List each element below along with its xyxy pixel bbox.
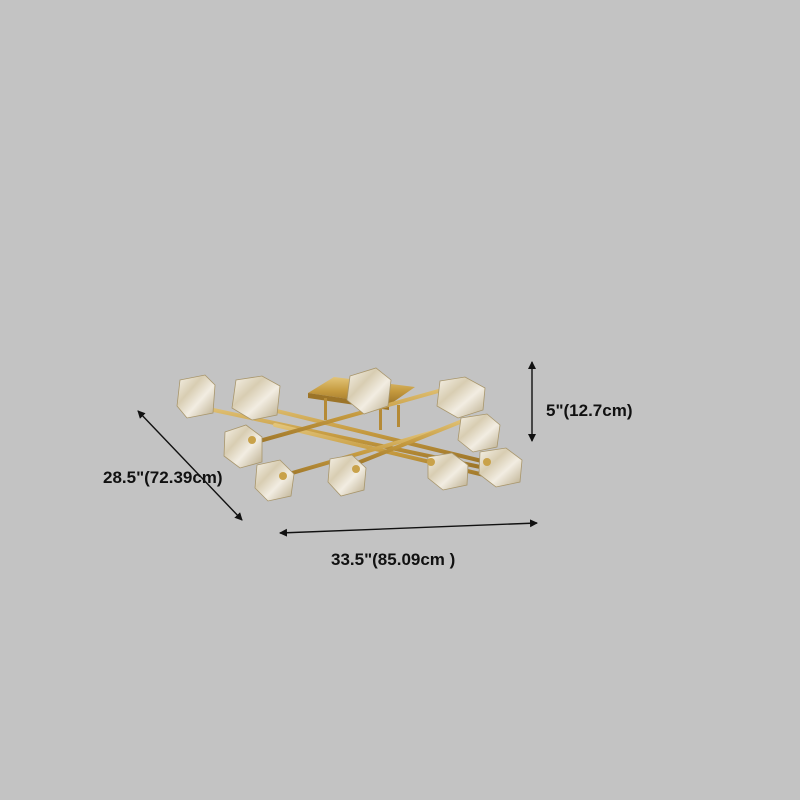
depth-arrow-icon xyxy=(137,410,243,521)
chandelier-icon xyxy=(176,367,523,502)
crystal-shade-icon xyxy=(176,367,523,502)
width-dimension-label: 33.5"(85.09cm ) xyxy=(331,550,456,569)
depth-dimension-label: 28.5"(72.39cm) xyxy=(103,468,223,487)
width-arrow-icon xyxy=(279,519,538,537)
height-dimension-label: 5"(12.7cm) xyxy=(546,401,633,420)
